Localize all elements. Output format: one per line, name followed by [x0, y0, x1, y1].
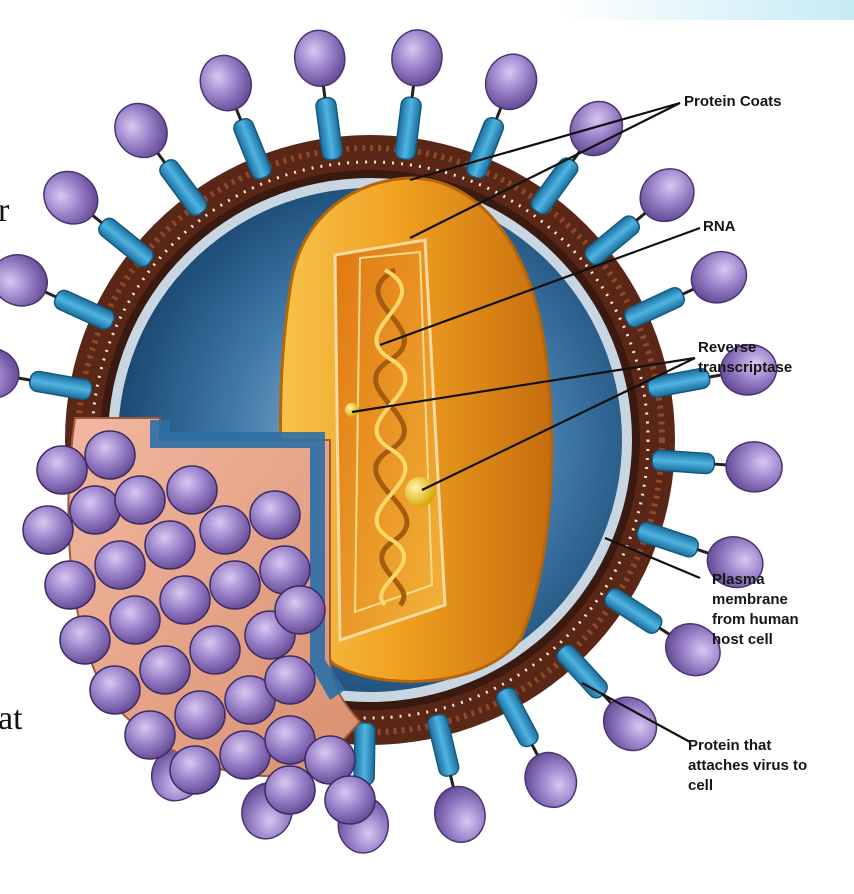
- spike-head: [429, 781, 491, 847]
- surface-spike-head: [210, 561, 260, 609]
- surface-spike-head: [23, 506, 73, 554]
- surface-spike-head: [170, 746, 220, 794]
- reverse-transcriptase-enzyme: [345, 403, 359, 417]
- surface-spike-head: [265, 656, 315, 704]
- reverse-transcriptase-enzyme: [405, 477, 435, 507]
- spike-head: [683, 243, 755, 312]
- spike-head: [0, 246, 56, 315]
- surface-spike-head: [190, 626, 240, 674]
- surface-spike: [481, 678, 586, 816]
- surface-spike-head: [250, 491, 300, 539]
- surface-spike-head: [45, 561, 95, 609]
- surface-spike-head: [60, 616, 110, 664]
- surface-spike-head: [145, 521, 195, 569]
- leader-line-protein-coats: [410, 103, 680, 180]
- surface-spike-head: [110, 596, 160, 644]
- spike-head: [724, 440, 783, 494]
- label-rna: RNA: [703, 217, 736, 237]
- surface-spike-head: [200, 506, 250, 554]
- surface-spike: [104, 93, 222, 227]
- surface-spike-head: [175, 691, 225, 739]
- spike-head: [516, 743, 586, 816]
- spike-head: [104, 93, 178, 168]
- surface-spike-head: [220, 731, 270, 779]
- surface-spike-head: [167, 466, 217, 514]
- surface-spike-head: [125, 711, 175, 759]
- surface-spike: [33, 161, 165, 282]
- spike-stalk: [354, 723, 375, 785]
- surface-spike-head: [90, 666, 140, 714]
- surface-spike-head: [70, 486, 120, 534]
- surface-spike: [516, 91, 633, 226]
- label-protein-coats: Protein Coats: [684, 92, 782, 112]
- label-plasma-membrane: Plasma membrane from human host cell: [712, 570, 799, 650]
- surface-spike: [594, 573, 730, 686]
- surface-spike-head: [85, 431, 135, 479]
- spike-head: [630, 158, 705, 232]
- spike-head: [478, 47, 545, 117]
- surface-spike-head: [325, 776, 375, 824]
- spike-head: [560, 91, 633, 166]
- spike-head: [291, 27, 348, 89]
- spike-head: [0, 344, 23, 403]
- spike-head: [192, 48, 259, 119]
- surface-spike-head: [140, 646, 190, 694]
- label-reverse-transcriptase: Reverse transcriptase: [698, 338, 792, 378]
- surface-spike-head: [265, 766, 315, 814]
- surface-spike-head: [115, 476, 165, 524]
- surface-spike-head: [275, 586, 325, 634]
- label-attach-protein: Protein that attaches virus to cell: [688, 736, 807, 796]
- spike-head: [389, 27, 445, 89]
- surface-spike-head: [160, 576, 210, 624]
- surface-spike-head: [37, 446, 87, 494]
- surface-spike-head: [95, 541, 145, 589]
- spike-head: [33, 161, 108, 235]
- spike-stalk: [652, 450, 715, 474]
- surface-spike: [572, 158, 704, 279]
